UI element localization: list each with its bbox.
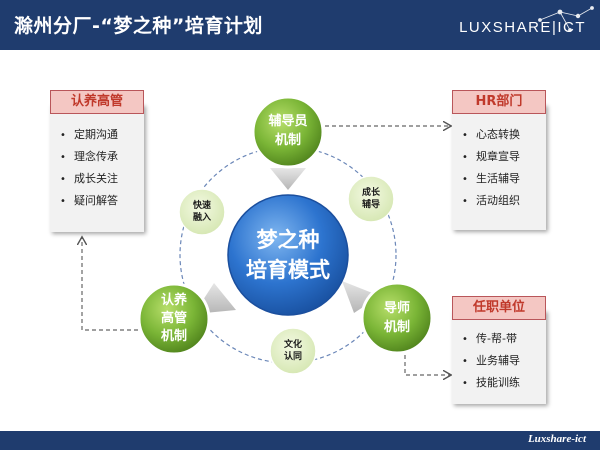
panel-hr-title: HR部门 — [452, 90, 546, 114]
link-bottom-line2: 认同 — [283, 352, 302, 362]
list-item: •理念传承 — [60, 150, 118, 163]
header-bar: 滁州分厂-“梦之种”培育计划 LUXSHARE|ICT — [0, 0, 600, 50]
node-circle-top — [251, 95, 325, 169]
luxshare-logo: LUXSHARE|ICT — [459, 19, 586, 36]
link-left-line1: 快速 — [192, 201, 211, 211]
list-item-text: 技能训练 — [476, 376, 520, 389]
list-item-text: 活动组织 — [476, 194, 520, 207]
list-item-text: 心态转换 — [476, 128, 520, 141]
link-right-line1: 成长 — [361, 188, 380, 198]
list-item: •传-帮-带 — [462, 332, 517, 345]
list-item-text: 理念传承 — [74, 150, 118, 163]
list-item: •规章宣导 — [462, 150, 520, 163]
list-item-text: 生活辅导 — [476, 172, 520, 185]
constellation-icon — [538, 6, 594, 32]
pointer-triangle-top — [270, 168, 306, 190]
link-circle-bottom — [269, 327, 317, 375]
page-title: 滁州分厂-“梦之种”培育计划 — [14, 15, 263, 37]
list-item: •活动组织 — [462, 194, 520, 207]
panel-adopt-title: 认养高管 — [50, 90, 144, 114]
list-item: •技能训练 — [462, 376, 520, 389]
list-item: •心态转换 — [462, 128, 520, 141]
pointer-triangle-right — [342, 281, 380, 313]
panel-unit-list: •传-帮-带 •业务辅导 •技能训练 — [462, 328, 520, 394]
connector-right-to-unit — [404, 355, 450, 375]
panel-adopt-list: •定期沟通 •理念传承 •成长关注 •疑问解答 — [60, 124, 118, 212]
panel-unit-title: 任职单位 — [452, 296, 546, 320]
panel-hr-list: •心态转换 •规章宣导 •生活辅导 •活动组织 — [462, 124, 520, 212]
list-item-text: 规章宣导 — [476, 150, 520, 163]
link-label-bottom: 文化 认同 — [273, 339, 313, 363]
footer-bar: Luxshare-ict — [0, 431, 600, 450]
link-label-right: 成长 辅导 — [351, 187, 391, 211]
panel-unit: •传-帮-带 •业务辅导 •技能训练 — [452, 310, 546, 404]
list-item: •业务辅导 — [462, 354, 520, 367]
link-label-left: 快速 融入 — [182, 200, 222, 224]
link-left-line2: 融入 — [192, 213, 211, 223]
list-item: •定期沟通 — [60, 128, 118, 141]
list-item: •疑问解答 — [60, 194, 118, 207]
list-item: •成长关注 — [60, 172, 118, 185]
list-item-text: 业务辅导 — [476, 354, 520, 367]
list-item-text: 传-帮-带 — [476, 332, 517, 345]
center-circle — [227, 194, 349, 316]
footer-brand: Luxshare-ict — [527, 433, 586, 445]
list-item-text: 定期沟通 — [74, 128, 118, 141]
panel-hr: •心态转换 •规章宣导 •生活辅导 •活动组织 — [452, 104, 546, 230]
list-item: •生活辅导 — [462, 172, 520, 185]
node-circle-left — [137, 282, 211, 356]
link-right-line2: 辅导 — [361, 200, 380, 210]
list-item-text: 成长关注 — [74, 172, 118, 185]
node-circle-right — [360, 281, 434, 355]
list-item-text: 疑问解答 — [74, 194, 118, 207]
link-circle-left — [178, 188, 226, 236]
connector-left-to-adopt — [82, 238, 138, 331]
link-bottom-line1: 文化 — [283, 340, 302, 350]
panel-adopt: •定期沟通 •理念传承 •成长关注 •疑问解答 — [50, 104, 144, 232]
link-circle-right — [347, 175, 395, 223]
